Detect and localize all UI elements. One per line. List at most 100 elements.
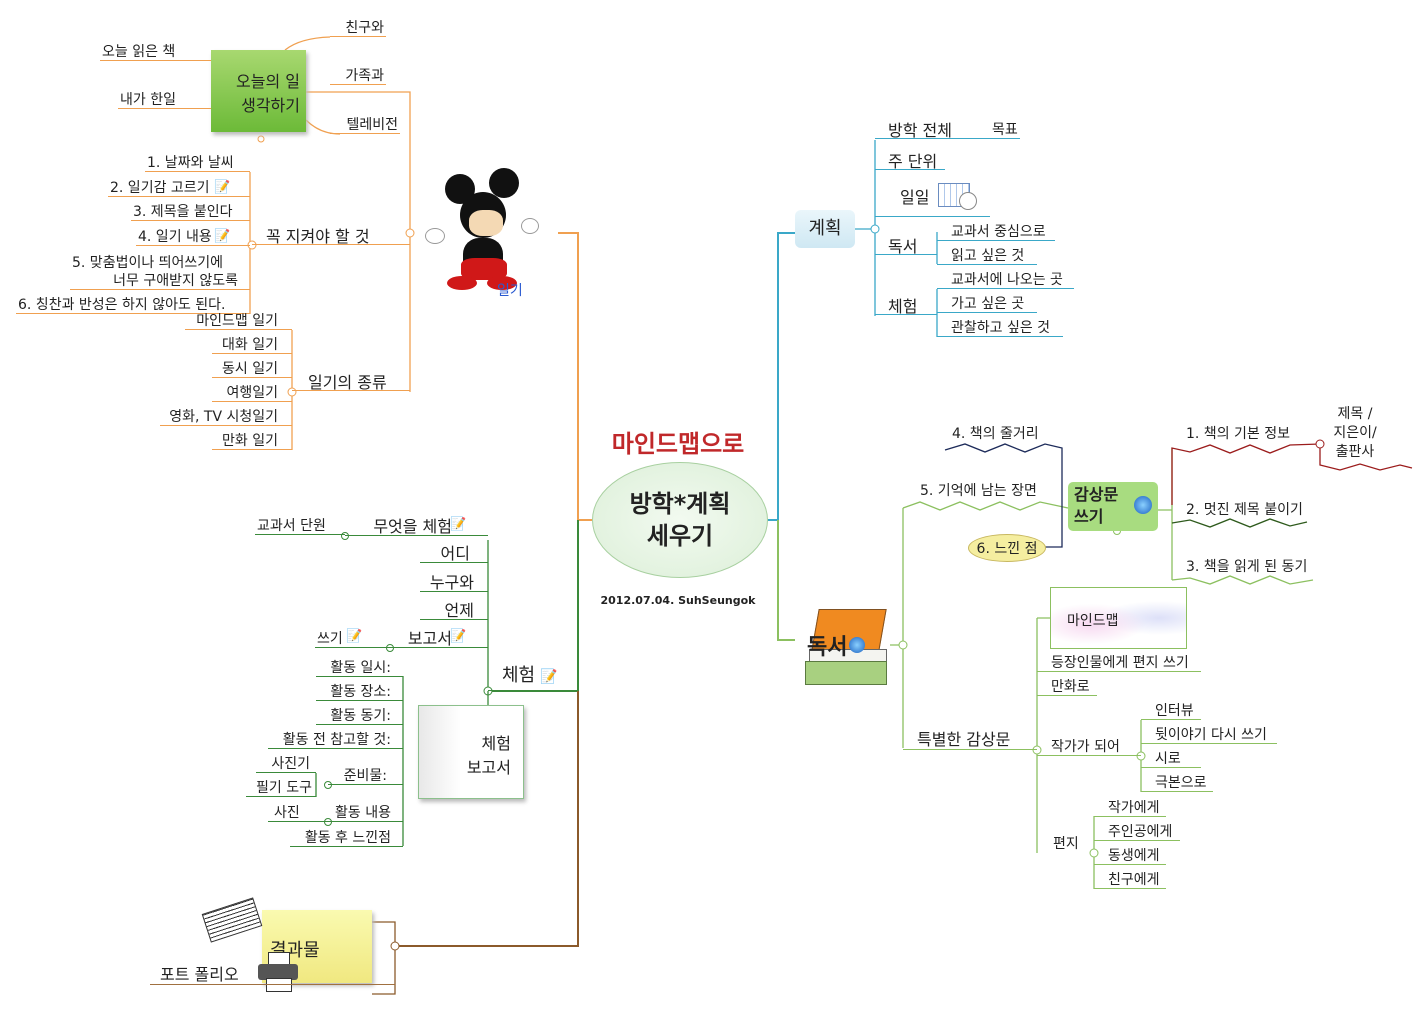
central-topic-line1: 방학*계획: [629, 490, 731, 518]
content-photo[interactable]: 사진: [268, 805, 328, 822]
supply-camera[interactable]: 사진기: [256, 756, 316, 773]
report-place[interactable]: 활동 장소:: [316, 684, 403, 701]
mindmap-thumbnail-label: 마인드맵: [1067, 613, 1119, 629]
special-comic[interactable]: 만화로: [1037, 679, 1097, 696]
today-node-line1: 오늘의 일: [236, 72, 300, 91]
plan-experience[interactable]: 체험: [875, 298, 937, 315]
plan-exp-want-go[interactable]: 가고 싶은 곳: [937, 296, 1037, 313]
report-motive[interactable]: 활동 동기:: [316, 708, 403, 725]
exp-where[interactable]: 어디: [420, 545, 488, 563]
rules-topic[interactable]: 꼭 지켜야 할 것: [252, 228, 410, 245]
topic-family[interactable]: 가족과: [330, 68, 386, 85]
note-icon: 📝: [450, 517, 467, 532]
exp-with-whom[interactable]: 누구와: [420, 574, 488, 592]
review-nice-title[interactable]: 2. 멋진 제목 붙이기: [1186, 502, 1303, 518]
printer-icon: [258, 952, 300, 992]
exp-report[interactable]: 보고서: [390, 630, 488, 648]
central-topic-line2: 세우기: [646, 522, 714, 550]
plan-reading-want[interactable]: 읽고 싶은 것: [937, 248, 1037, 265]
topic-tv[interactable]: 텔레비전: [330, 117, 400, 134]
report-supplies[interactable]: 준비물:: [328, 768, 403, 785]
note-icon: 📝: [450, 629, 467, 644]
plan-whole[interactable]: 방학 전체: [875, 122, 990, 139]
review-basic-info[interactable]: 1. 책의 기본 정보: [1186, 426, 1290, 442]
mickey-image: 일기: [425, 168, 555, 303]
rule-5-line1: 5. 맞춤법이나 띄어쓰기에: [72, 255, 224, 271]
map-heading: 마인드맵으로: [611, 430, 745, 458]
mindmap-thumbnail[interactable]: 마인드맵: [1050, 587, 1187, 649]
report-node[interactable]: 체험 보고서: [418, 705, 524, 799]
rule-3[interactable]: 3. 제목을 붙인다: [131, 204, 250, 221]
rule-2[interactable]: 2. 일기감 고르기: [108, 180, 250, 197]
plan-daily[interactable]: 일일: [875, 187, 990, 217]
author-poem[interactable]: 시로: [1141, 751, 1201, 768]
type-movie-tv[interactable]: 영화, TV 시청일기: [160, 409, 292, 426]
type-comic[interactable]: 만화 일기: [212, 433, 292, 450]
letter-friend[interactable]: 친구에게: [1094, 872, 1166, 889]
rule-6[interactable]: 6. 칭찬과 반성은 하지 않아도 된다.: [16, 297, 250, 314]
type-travel[interactable]: 여행일기: [212, 385, 292, 402]
today-node[interactable]: 오늘의 일 생각하기: [211, 50, 306, 132]
basic-info-details[interactable]: 제목 / 지은이/ 출판사: [1326, 405, 1384, 462]
reading-node[interactable]: 독서: [795, 605, 890, 685]
exp-write[interactable]: 쓰기: [315, 631, 390, 648]
rule-4[interactable]: 4. 일기 내용: [136, 229, 250, 246]
calendar-clock-icon: [938, 183, 977, 210]
note-icon: 📝: [346, 629, 363, 644]
reading-node-label: 독서: [807, 635, 848, 660]
type-mindmap[interactable]: 마인드맵 일기: [185, 313, 292, 330]
report-date[interactable]: 활동 일시:: [316, 660, 403, 677]
review-node-line2: 쓰기: [1074, 507, 1104, 526]
review-memorable-scene[interactable]: 5. 기억에 남는 장면: [920, 483, 1037, 499]
exp-what[interactable]: 무엇을 체험: [345, 518, 488, 536]
detail-publisher: 출판사: [1335, 444, 1375, 460]
author-sequel[interactable]: 뒷이야기 다시 쓰기: [1141, 727, 1277, 744]
review-plot[interactable]: 4. 책의 줄거리: [952, 426, 1039, 442]
rule-1[interactable]: 1. 날짜와 날씨: [145, 155, 250, 172]
plan-exp-observe[interactable]: 관찰하고 싶은 것: [937, 320, 1063, 337]
exp-when[interactable]: 언제: [420, 602, 488, 620]
report-feelings[interactable]: 활동 후 느낀점: [290, 830, 403, 847]
letter-sibling[interactable]: 동생에게: [1094, 848, 1166, 865]
report-content[interactable]: 활동 내용: [328, 805, 403, 822]
report-node-line1: 체험: [481, 734, 511, 753]
special-letter[interactable]: 편지: [1053, 836, 1079, 852]
note-icon: 📝: [214, 229, 231, 244]
central-topic[interactable]: 방학*계획 세우기: [592, 462, 768, 578]
author-interview[interactable]: 인터뷰: [1141, 703, 1201, 720]
review-node[interactable]: 감상문 쓰기: [1068, 482, 1158, 531]
topic-friends[interactable]: 친구와: [330, 20, 386, 37]
letter-author[interactable]: 작가에게: [1094, 800, 1166, 817]
globe-icon: [1134, 496, 1152, 514]
topic-what-i-did[interactable]: 내가 한일: [118, 92, 211, 109]
supply-writing-tools[interactable]: 필기 도구: [246, 780, 316, 797]
special-review[interactable]: 특별한 감상문: [903, 731, 1037, 750]
experience-node[interactable]: 체험: [488, 667, 578, 691]
report-references[interactable]: 활동 전 참고할 것:: [268, 732, 403, 749]
author-script[interactable]: 극본으로: [1141, 775, 1213, 792]
plan-node[interactable]: 계획: [795, 210, 855, 248]
note-icon: 📝: [214, 180, 231, 195]
plan-reading[interactable]: 독서: [875, 238, 937, 255]
plan-goal[interactable]: 목표: [990, 122, 1020, 139]
today-node-line2: 생각하기: [241, 96, 300, 115]
topic-read-book[interactable]: 오늘 읽은 책: [100, 44, 211, 61]
types-topic[interactable]: 일기의 종류: [292, 374, 410, 391]
plan-exp-textbook-place[interactable]: 교과서에 나오는 곳: [937, 272, 1074, 289]
plan-reading-textbook[interactable]: 교과서 중심으로: [937, 224, 1055, 241]
results-portfolio[interactable]: 포트 폴리오: [150, 966, 395, 985]
type-dialogue[interactable]: 대화 일기: [212, 337, 292, 354]
exp-textbook-unit[interactable]: 교과서 단원: [255, 518, 345, 535]
plan-weekly[interactable]: 주 단위: [875, 153, 945, 170]
rule-5-line2[interactable]: 너무 구애받지 않도록: [70, 273, 250, 290]
detail-title: 제목 /: [1337, 406, 1373, 422]
review-node-line1: 감상문: [1074, 485, 1119, 504]
special-as-author[interactable]: 작가가 되어: [1037, 739, 1141, 756]
letter-protagonist[interactable]: 주인공에게: [1094, 824, 1180, 841]
review-motivation[interactable]: 3. 책을 읽게 된 동기: [1186, 559, 1308, 575]
review-feelings[interactable]: 6. 느낀 점: [968, 534, 1046, 562]
special-letter-character[interactable]: 등장인물에게 편지 쓰기: [1037, 655, 1201, 672]
type-poem[interactable]: 동시 일기: [212, 361, 292, 378]
date-author: 2012.07.04. SuhSeungok: [600, 594, 756, 607]
